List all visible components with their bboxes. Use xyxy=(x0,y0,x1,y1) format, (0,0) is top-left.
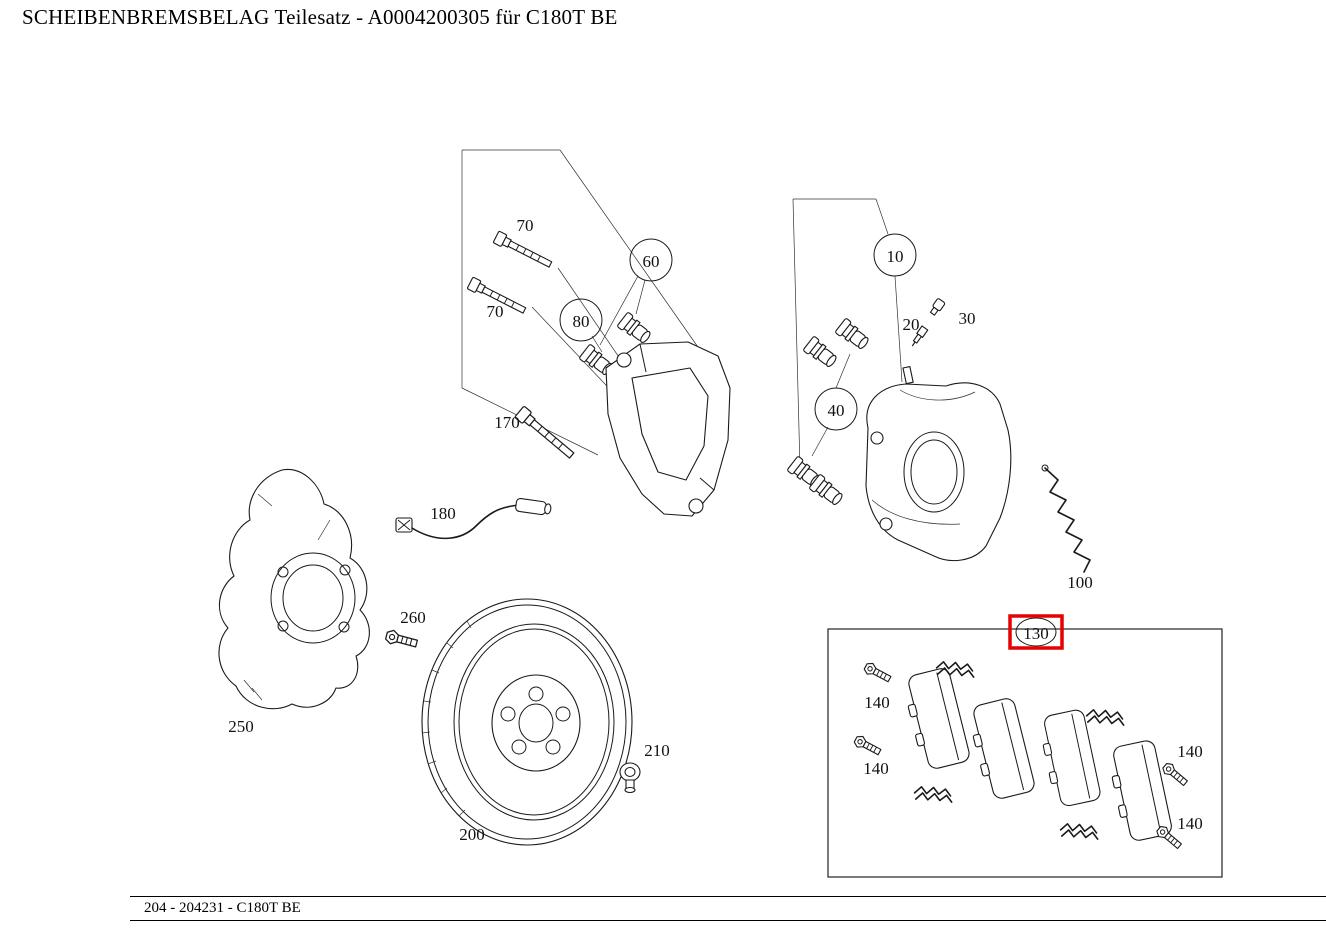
disc-center-hole xyxy=(518,703,554,743)
part-label-70-lower[interactable]: 70 xyxy=(487,302,504,321)
part-label-20[interactable]: 20 xyxy=(903,315,920,334)
callout-140-1[interactable]: 140 xyxy=(864,693,890,712)
part-label-60[interactable]: 60 xyxy=(643,252,660,271)
guide-pin-bolt-upper xyxy=(492,230,554,271)
part-label-210[interactable]: 210 xyxy=(644,741,670,760)
part-label-260[interactable]: 260 xyxy=(400,608,426,627)
part-label-70-upper[interactable]: 70 xyxy=(517,216,534,235)
page-title: SCHEIBENBREMSBELAG Teilesatz - A00042003… xyxy=(22,5,618,29)
part-label-130[interactable]: 130 xyxy=(1023,624,1049,643)
bleeder-valve xyxy=(911,325,929,347)
footer-catalog-reference: 204 - 204231 - C180T BE xyxy=(130,896,1326,921)
piston-bore xyxy=(903,431,965,513)
callout-210[interactable]: 210 xyxy=(644,741,670,760)
part-label-140-2[interactable]: 140 xyxy=(863,759,889,778)
callout-260[interactable]: 260 xyxy=(400,608,426,627)
part-label-200[interactable]: 200 xyxy=(459,825,485,844)
callout-140-4[interactable]: 140 xyxy=(1177,814,1203,833)
callout-140-2[interactable]: 140 xyxy=(863,759,889,778)
callout-180[interactable]: 180 xyxy=(430,504,456,523)
callout-170[interactable]: 170 xyxy=(494,413,520,432)
splash-shield xyxy=(218,468,370,710)
callout-200[interactable]: 200 xyxy=(459,825,485,844)
part-label-100[interactable]: 100 xyxy=(1067,573,1093,592)
part-label-10[interactable]: 10 xyxy=(887,247,904,266)
callout-80[interactable]: 80 xyxy=(559,298,603,342)
footer-text: 204 - 204231 - C180T BE xyxy=(144,900,301,916)
pad-clip-2 xyxy=(1084,707,1127,728)
caliper-carrier xyxy=(605,341,731,517)
brake-disc xyxy=(421,598,633,846)
pad-screw-3 xyxy=(1160,760,1190,789)
brake-pad-2 xyxy=(965,696,1037,803)
part-label-170[interactable]: 170 xyxy=(494,413,520,432)
callout-70-lower[interactable]: 70 xyxy=(487,302,504,321)
callout-250[interactable]: 250 xyxy=(228,717,254,736)
callout-60[interactable]: 60 xyxy=(629,238,673,282)
callout-100[interactable]: 100 xyxy=(1067,573,1093,592)
brake-pad-3 xyxy=(1036,708,1103,809)
part-label-140-4[interactable]: 140 xyxy=(1177,814,1203,833)
guide-sleeve-upper-left xyxy=(616,311,654,347)
part-label-140-1[interactable]: 140 xyxy=(864,693,890,712)
pad-screw-1 xyxy=(862,660,893,685)
part-label-180[interactable]: 180 xyxy=(430,504,456,523)
cap-part-30 xyxy=(929,298,946,316)
shield-bolt-260 xyxy=(384,628,419,651)
part-label-250[interactable]: 250 xyxy=(228,717,254,736)
pad-screw-2 xyxy=(852,733,883,758)
callout-30[interactable]: 30 xyxy=(959,309,976,328)
wear-sensor xyxy=(395,497,552,540)
highlight-box-130 xyxy=(1008,614,1064,650)
brake-pad-1 xyxy=(900,666,972,773)
callout-20[interactable]: 20 xyxy=(903,315,920,334)
callout-70-upper[interactable]: 70 xyxy=(517,216,534,235)
carrier-bolt-170 xyxy=(514,405,577,462)
hub-nut xyxy=(619,762,641,794)
part-label-140-3[interactable]: 140 xyxy=(1177,742,1203,761)
callout-130[interactable]: 130 xyxy=(1008,614,1064,650)
callout-140-3[interactable]: 140 xyxy=(1177,742,1203,761)
callout-10[interactable]: 10 xyxy=(873,233,917,277)
brake-caliper xyxy=(865,365,1012,562)
retaining-spring xyxy=(1041,464,1091,573)
pad-clip-4 xyxy=(1058,821,1101,842)
guide-sleeve-mid-right xyxy=(802,335,840,371)
pad-set-box xyxy=(827,628,1223,878)
disc-hub xyxy=(491,674,581,772)
guide-sleeve-upper-right xyxy=(834,317,872,353)
callout-40[interactable]: 40 xyxy=(814,387,858,431)
construction-lines xyxy=(461,149,903,469)
part-label-40[interactable]: 40 xyxy=(828,401,845,420)
part-label-80[interactable]: 80 xyxy=(573,312,590,331)
pad-clip-3 xyxy=(912,784,955,805)
part-label-30[interactable]: 30 xyxy=(959,309,976,328)
